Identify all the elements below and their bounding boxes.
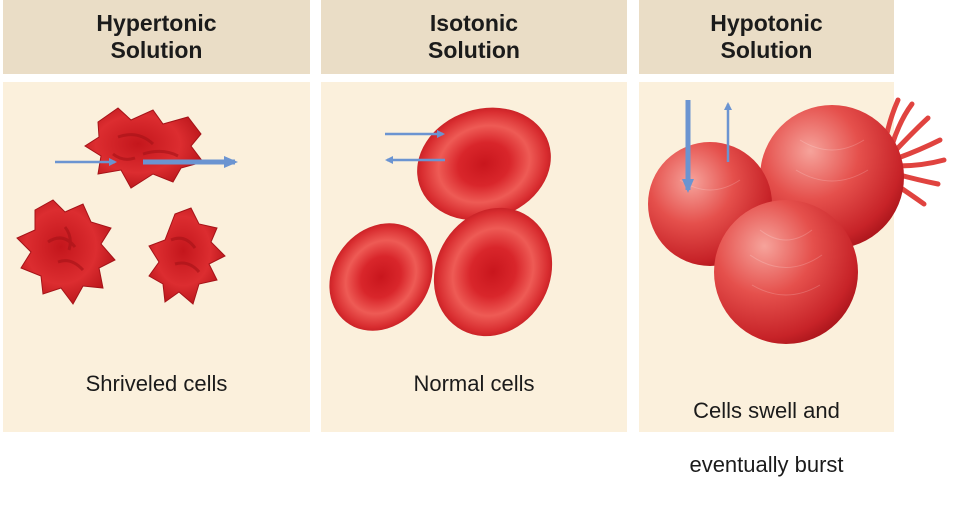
normal-red-blood-cell (417, 107, 551, 221)
normal-cells-illustration (329, 107, 553, 337)
normal-red-blood-cell (433, 207, 553, 337)
shriveled-cell (16, 199, 116, 305)
panel-header: Hypotonic Solution (639, 0, 894, 74)
swollen-cell (714, 200, 858, 344)
swollen-cells-illustration (648, 97, 947, 344)
caption-line2: eventually burst (689, 452, 844, 477)
panel-title-line2: Solution (720, 37, 813, 63)
hypertonic-panel: Hypertonic Solution Shriveled cells (3, 0, 310, 432)
panel-header: Hypertonic Solution (3, 0, 310, 74)
isotonic-panel: Isotonic Solution Normal cells (321, 0, 627, 432)
normal-red-blood-cell (329, 223, 433, 331)
panel-body: Shriveled cells (3, 82, 310, 432)
panel-title-line1: Isotonic (429, 10, 519, 36)
panel-header: Isotonic Solution (321, 0, 627, 74)
panel-caption: Normal cells (413, 371, 535, 396)
caption-line1: Cells swell and (693, 398, 840, 423)
panel-title-line1: Hypertonic (96, 10, 217, 36)
panel-title-line2: Solution (110, 37, 203, 63)
shriveled-cells-illustration (16, 107, 238, 305)
panel-caption: Shriveled cells (85, 371, 228, 396)
shriveled-cell (84, 107, 204, 189)
shriveled-cell (148, 207, 226, 305)
panel-title-line2: Solution (428, 37, 520, 63)
panel-title-line1: Hypotonic (710, 10, 823, 36)
panel-body: Normal cells (321, 82, 627, 432)
